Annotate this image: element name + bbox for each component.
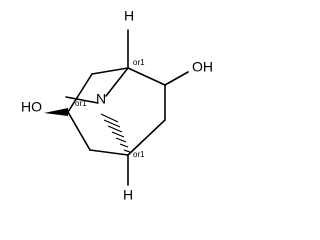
hashed-bond-c5-n (100, 113, 131, 153)
atom-oh-right: OH (192, 59, 213, 75)
bond-c6-c5 (127, 119, 166, 156)
bond-c1-c7 (127, 67, 166, 86)
bond-n-methyl (65, 96, 99, 104)
bond-c1-n (105, 67, 129, 97)
molecule-structure-diagram: H H N OH HO or1 or1 or1 (21, 8, 213, 203)
atom-h-bottom: H (123, 187, 133, 203)
atom-oh-left: HO (21, 99, 42, 115)
bond-c2-c3 (67, 73, 93, 113)
stereo-label-top: or1 (133, 58, 145, 67)
atom-h-top: H (124, 8, 134, 24)
bond-c1-c2 (91, 67, 129, 75)
bond-c7-oh (164, 71, 189, 86)
stereo-label-bottom: or1 (133, 150, 145, 159)
wedge-bond-c3-ho (44, 108, 68, 116)
bond-c3-c4 (67, 111, 91, 151)
bond-c4-c5 (89, 149, 129, 156)
stereo-label-middle: or1 (75, 99, 87, 108)
atom-n-bridge: N (96, 91, 106, 107)
